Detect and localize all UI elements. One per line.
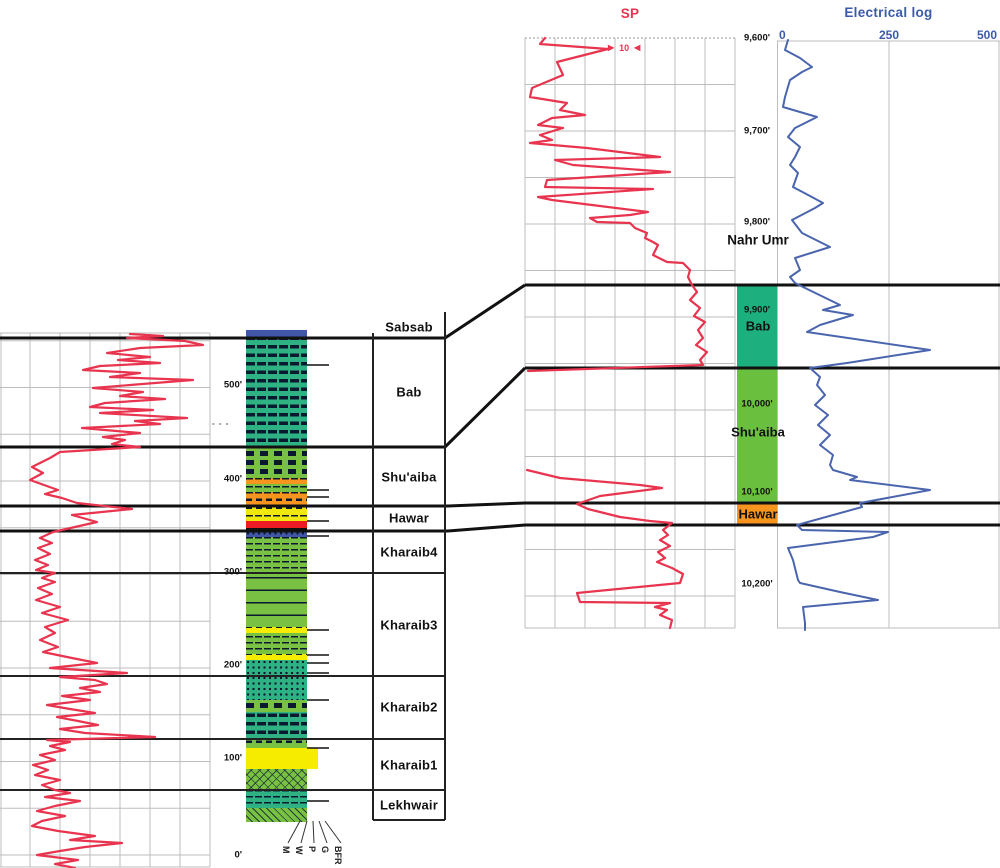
right-depth-label: 9,600' <box>743 32 771 44</box>
right-depth-label: 10,200' <box>741 578 773 590</box>
electrical-log-scale-tick: 250 <box>878 28 900 42</box>
litho-block <box>246 790 307 808</box>
electrical-log-scale-tick: 0 <box>779 28 786 42</box>
litho-block <box>246 447 307 478</box>
figure-line <box>447 501 526 508</box>
figure-line <box>318 820 328 844</box>
formation-label-kharaib2: Kharaib2 <box>380 699 438 715</box>
sp-log-curve <box>526 36 709 373</box>
formation-label-shu'aiba: Shu'aiba <box>381 469 437 485</box>
legend-texture-label: P <box>307 846 317 853</box>
formation-label-sabsab: Sabsab <box>385 319 433 335</box>
litho-block <box>246 506 307 514</box>
litho-block <box>246 627 307 633</box>
minor-depth-mark: - - - <box>212 419 230 428</box>
left-depth-label: 200' <box>223 659 242 671</box>
litho-block <box>246 514 307 521</box>
legend-texture-label: M <box>281 846 291 854</box>
figure-line <box>312 820 315 844</box>
formation-label-kharaib1: Kharaib1 <box>380 757 438 773</box>
litho-block <box>246 537 307 573</box>
litho-block <box>246 338 307 447</box>
litho-block <box>246 531 307 537</box>
litho-block <box>246 498 307 506</box>
electrical-log-scale-tick: 500 <box>976 28 997 42</box>
left-log-curve <box>28 332 205 868</box>
formation-label-kharaib4: Kharaib4 <box>380 544 438 560</box>
left-depth-label: 300' <box>223 566 242 578</box>
formation-label-hawar: Hawar <box>388 510 430 526</box>
formation-strip-bab <box>737 285 778 368</box>
figure-line <box>300 820 308 844</box>
litho-block <box>246 492 307 498</box>
formation-label-nahrumr: Nahr Umr <box>727 232 789 248</box>
strip-label-shuaiba: Shu'aiba <box>731 424 785 440</box>
sp-scale-marker: ▶ 10 ◀ <box>608 43 640 53</box>
figure-line <box>287 820 301 844</box>
triangle-left-icon: ◀ <box>634 43 641 52</box>
litho-block <box>246 633 307 654</box>
litho-block <box>246 573 307 627</box>
strip-label-hawar: Hawar <box>738 506 778 522</box>
figure-line <box>324 820 342 844</box>
triangle-right-icon: ▶ <box>608 43 615 52</box>
litho-block <box>246 654 307 660</box>
right-depth-label: 10,100' <box>741 486 773 498</box>
litho-block <box>246 712 307 739</box>
left-depth-label: 0' <box>234 849 242 861</box>
right-depth-label: 9,900' <box>743 304 771 316</box>
formation-label-lekhwair: Lekhwair <box>380 797 438 813</box>
litho-block <box>246 769 307 790</box>
figure-line <box>444 283 526 340</box>
litho-block <box>246 330 307 338</box>
left-depth-label: 400' <box>223 473 242 485</box>
litho-block <box>246 748 318 769</box>
electrical-log-title: Electrical log <box>844 5 933 20</box>
legend-texture-label: G <box>320 846 330 854</box>
strip-label-bab: Bab <box>745 318 771 334</box>
formation-label-kharaib3: Kharaib3 <box>380 617 438 633</box>
formation-strip-hawar <box>737 503 778 525</box>
sp-track-title: SP <box>620 6 640 21</box>
figure-line <box>443 366 527 449</box>
litho-block <box>246 521 307 528</box>
legend-texture-label: BFR <box>333 846 343 865</box>
legend-texture-label: W <box>294 846 304 855</box>
figure-line <box>447 523 526 533</box>
litho-block <box>246 700 307 712</box>
right-depth-label: 9,700' <box>743 125 771 137</box>
litho-block <box>246 484 307 492</box>
electrical-log-curve <box>782 39 931 631</box>
litho-block <box>246 660 307 676</box>
sp-log-curve <box>525 468 685 630</box>
right-depth-label: 10,000' <box>741 398 773 410</box>
formation-label-bab: Bab <box>396 384 422 400</box>
right-depth-label: 9,800' <box>743 216 771 228</box>
left-depth-label: 100' <box>223 752 242 764</box>
left-depth-label: 500' <box>223 379 242 391</box>
litho-block <box>246 478 307 484</box>
litho-block <box>246 808 307 822</box>
litho-block <box>246 676 307 700</box>
litho-block <box>246 739 307 748</box>
sp-scale-value: 10 <box>619 43 630 53</box>
formation-strip-shuaiba <box>737 368 778 503</box>
